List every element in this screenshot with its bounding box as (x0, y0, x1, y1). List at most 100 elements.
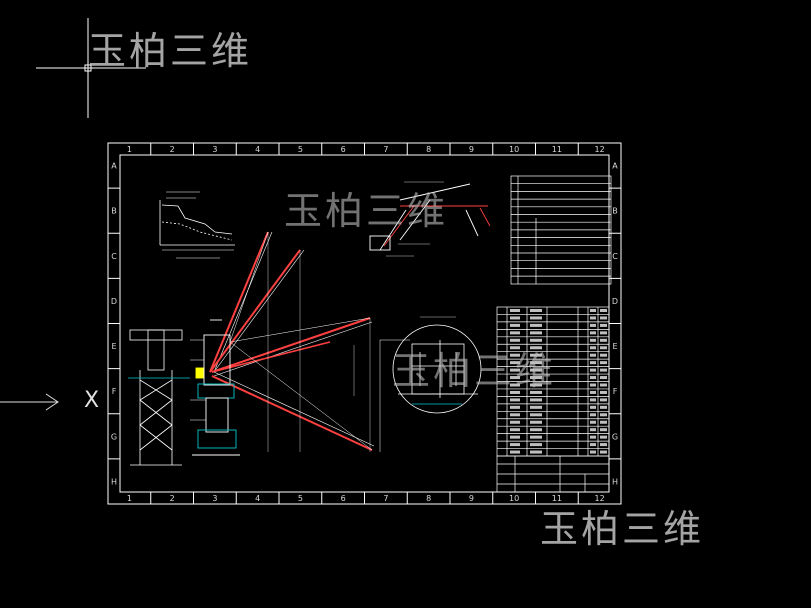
parts-list-cell-mark (530, 316, 542, 320)
parts-list-cell-mark (530, 346, 542, 350)
parts-list-cell-mark (530, 331, 542, 335)
frame-column-number: 9 (469, 145, 474, 154)
parts-list-cell-mark (590, 450, 596, 454)
parts-list-cell-mark (510, 443, 520, 447)
parts-list-cell-mark (590, 405, 596, 409)
frame-column-number: 1 (127, 494, 132, 503)
watermark-text: 玉柏三维 (392, 349, 557, 393)
parts-list-cell-mark (510, 405, 520, 409)
parts-list-cell-mark (530, 428, 542, 432)
frame-column-number: 6 (341, 145, 346, 154)
parts-list-cell-mark (530, 450, 542, 454)
frame-column-number: 11 (552, 494, 562, 503)
frame-column-number: 10 (509, 145, 519, 154)
parts-list-cell-mark (600, 316, 607, 320)
frame-column-number: 6 (341, 494, 346, 503)
parts-list-cell-mark (530, 353, 542, 357)
frame-grid-ticks (108, 143, 621, 504)
watermark-text: 玉柏三维 (540, 507, 705, 551)
parts-list-cell-mark (510, 346, 520, 350)
revision-table (510, 175, 612, 285)
frame-row-letter: E (612, 342, 617, 351)
parts-list-cell-mark (590, 435, 596, 439)
parts-list-cell-mark (600, 428, 607, 432)
frame-column-number: 3 (212, 494, 217, 503)
frame-row-letter: H (111, 477, 117, 486)
parts-list-cell-mark (590, 361, 596, 365)
frame-column-number: 8 (426, 145, 431, 154)
parts-list-cell-mark (600, 376, 607, 380)
parts-list-cell-mark (510, 361, 520, 365)
parts-list-table (496, 306, 610, 457)
title-block (496, 455, 610, 493)
parts-list-cell-mark (600, 309, 607, 312)
parts-list-cell-mark (590, 309, 596, 312)
parts-list-cell-mark (590, 390, 596, 394)
parts-list-cell-mark (590, 353, 596, 357)
frame-row-letter: G (612, 432, 618, 441)
frame-column-number: 4 (255, 494, 260, 503)
parts-list-cell-mark (510, 316, 520, 320)
frame-row-letter: D (612, 297, 618, 306)
frame-row-letter: B (612, 207, 618, 216)
parts-list-cell-mark (590, 338, 596, 342)
parts-list-cell-mark (510, 338, 520, 342)
parts-list-cell-mark (530, 368, 542, 372)
parts-list-cell-mark (510, 309, 520, 312)
parts-list-cell-mark (600, 420, 607, 424)
parts-list-cell-mark (600, 361, 607, 365)
parts-list-cell-mark (590, 316, 596, 320)
parts-list-cell-mark (510, 368, 520, 372)
parts-list-cell-mark (510, 420, 520, 424)
parts-list-cell-mark (510, 428, 520, 432)
parts-list-cell-mark (590, 331, 596, 335)
frame-row-letter: F (112, 387, 117, 396)
parts-list-cell-mark (530, 309, 542, 312)
parts-list-cell-mark (530, 398, 542, 402)
crane-machinery-house (190, 319, 240, 456)
parts-list-cell-mark (530, 323, 542, 327)
parts-list-cell-mark (600, 450, 607, 454)
parts-list-cell-mark (530, 338, 542, 342)
parts-list-cell-mark (510, 390, 520, 394)
parts-list-cell-mark (530, 420, 542, 424)
parts-list-cell-mark (530, 435, 542, 439)
frame-column-number: 2 (170, 145, 175, 154)
watermark-text: 玉柏三维 (284, 189, 449, 233)
crane-booms (209, 231, 410, 452)
frame-row-letter: A (111, 162, 117, 171)
frame-row-letter: C (111, 252, 117, 261)
parts-list-cell-mark (530, 376, 542, 380)
parts-list-cell-mark (590, 428, 596, 432)
parts-list-cell-mark (510, 353, 520, 357)
frame-column-number: 1 (127, 145, 132, 154)
parts-list-cell-mark (600, 368, 607, 372)
parts-list-cell-mark (590, 420, 596, 424)
frame-column-number: 12 (595, 145, 605, 154)
ucs-arrow (0, 393, 59, 411)
parts-list-cell-mark (510, 398, 520, 402)
parts-list-cell-mark (600, 390, 607, 394)
parts-list-cell-mark (590, 383, 596, 387)
parts-list-cell-mark (600, 383, 607, 387)
frame-row-letter: F (613, 387, 618, 396)
frame-column-number: 5 (298, 494, 303, 503)
parts-list-cell-mark (510, 413, 520, 417)
frame-column-number: 4 (255, 145, 260, 154)
frame-row-letter: E (111, 342, 116, 351)
frame-column-number: 3 (212, 145, 217, 154)
frame-column-number: 12 (595, 494, 605, 503)
parts-list-cell-mark (510, 450, 520, 454)
parts-list-cell-mark (530, 390, 542, 394)
frame-column-number: 5 (298, 145, 303, 154)
frame-row-letter: C (612, 252, 618, 261)
frame-column-number: 9 (469, 494, 474, 503)
parts-list-cell-mark (590, 368, 596, 372)
parts-list-cell-mark (600, 405, 607, 409)
parts-list-cell-mark (510, 435, 520, 439)
parts-list-cell-mark (600, 413, 607, 417)
parts-list-cell-mark (600, 323, 607, 327)
parts-list-markers (510, 309, 607, 454)
